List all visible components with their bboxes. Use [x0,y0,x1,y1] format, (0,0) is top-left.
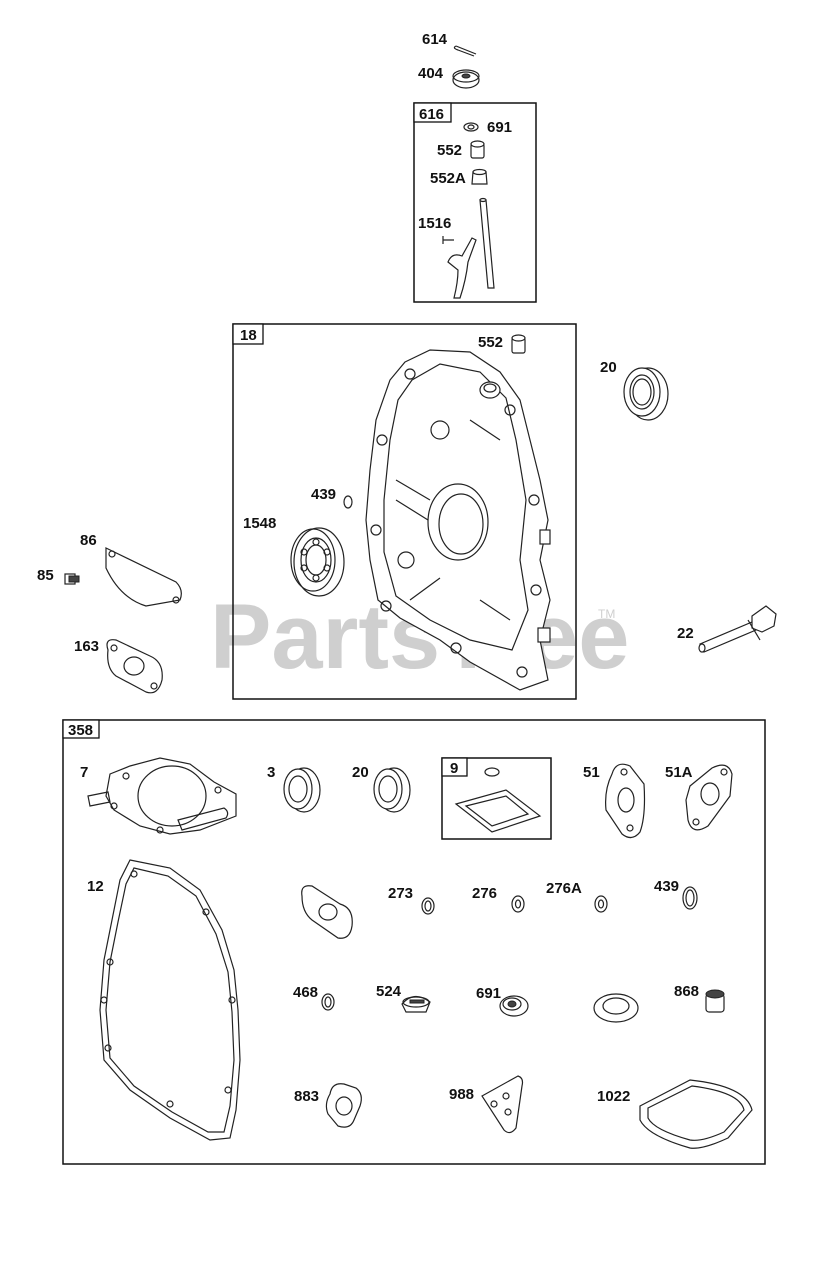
label-20-b[interactable]: 20 [352,764,369,781]
part-ring-unlabeled[interactable] [593,993,639,1023]
label-51[interactable]: 51 [583,764,600,781]
kit-358-tab [62,719,100,739]
label-9[interactable]: 9 [450,760,458,777]
part-18-crankcase-cover[interactable] [365,349,551,691]
kit-18-tab [232,323,264,345]
part-552-bushing[interactable] [470,140,485,159]
part-12-crankcase-gasket[interactable] [99,859,241,1141]
part-868-valve-seal[interactable] [705,989,725,1013]
part-552-bushing-b[interactable] [511,334,526,354]
part-3-oil-seal[interactable] [283,767,321,813]
part-1022-gasket[interactable] [639,1079,753,1149]
part-1548-bearing[interactable] [290,527,345,597]
part-614-cotter-pin[interactable] [453,45,477,57]
label-7[interactable]: 7 [80,764,88,781]
label-1516[interactable]: 1516 [418,215,451,232]
part-51-gasket[interactable] [605,763,646,839]
label-18[interactable]: 18 [240,327,257,344]
label-51a[interactable]: 51A [665,764,693,781]
part-22-bolt[interactable] [698,605,777,653]
label-552a[interactable]: 552A [430,170,466,187]
part-276a-washer[interactable] [594,895,608,913]
part-439-o-ring-b[interactable] [682,886,698,910]
label-22[interactable]: 22 [677,625,694,642]
label-358[interactable]: 358 [68,722,93,739]
label-276[interactable]: 276 [472,885,497,902]
label-85[interactable]: 85 [37,567,54,584]
label-1548[interactable]: 1548 [243,515,276,532]
part-276-washer[interactable] [511,895,525,913]
part-468-washer[interactable] [321,993,335,1011]
label-163[interactable]: 163 [74,638,99,655]
label-552-b[interactable]: 552 [478,334,503,351]
kit-9-box [441,757,552,840]
label-439[interactable]: 439 [311,486,336,503]
label-468[interactable]: 468 [293,984,318,1001]
label-883[interactable]: 883 [294,1088,319,1105]
kit-616-tab [413,102,452,123]
label-691[interactable]: 691 [487,119,512,136]
label-988[interactable]: 988 [449,1086,474,1103]
label-86[interactable]: 86 [80,532,97,549]
label-616[interactable]: 616 [419,106,444,123]
part-691-washer[interactable] [463,122,479,132]
label-273[interactable]: 273 [388,885,413,902]
kit-18-box [232,323,577,700]
part-552a-bushing[interactable] [471,168,488,185]
label-20[interactable]: 20 [600,359,617,376]
label-439-b[interactable]: 439 [654,878,679,895]
label-614[interactable]: 614 [422,31,448,48]
part-988-plate[interactable] [481,1075,524,1134]
part-85-plug[interactable] [64,573,80,585]
part-governor-shaft[interactable] [447,197,495,299]
kit-616-box [413,102,537,303]
label-524[interactable]: 524 [376,983,402,1000]
part-404-washer[interactable] [452,69,480,89]
part-86-cover-plate[interactable] [105,547,182,607]
part-163-gasket[interactable] [106,639,163,694]
part-51a-gasket[interactable] [685,764,733,831]
part-439-o-ring[interactable] [343,495,353,509]
part-gasket-unlabeled[interactable] [301,885,353,939]
label-691-b[interactable]: 691 [476,985,501,1002]
part-7-head-gasket[interactable] [87,757,237,835]
part-524-plug[interactable] [401,995,431,1013]
label-1022[interactable]: 1022 [597,1088,630,1105]
part-883-gasket[interactable] [325,1083,362,1128]
part-273-washer[interactable] [421,897,435,915]
label-868[interactable]: 868 [674,983,699,1000]
part-20-oil-seal[interactable] [623,367,669,421]
part-1516-screw[interactable] [442,236,454,244]
label-404[interactable]: 404 [418,65,444,82]
kit-9-tab [441,757,468,777]
part-691-seal[interactable] [499,995,529,1017]
watermark-tm: TM [598,607,615,621]
part-9-filter[interactable] [454,767,542,833]
label-276a[interactable]: 276A [546,880,582,897]
kit-358-box [62,719,766,1165]
label-3[interactable]: 3 [267,764,275,781]
label-552[interactable]: 552 [437,142,462,159]
label-12[interactable]: 12 [87,878,104,895]
part-20-oil-seal-b[interactable] [373,767,411,813]
